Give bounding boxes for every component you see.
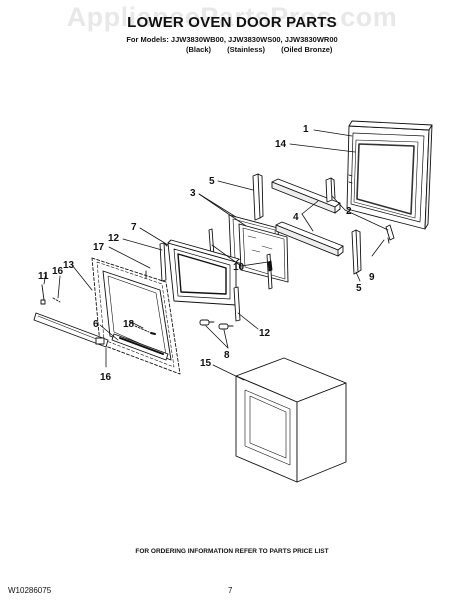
handle-screws: [40, 284, 61, 305]
door-liner-outline: [91, 257, 181, 375]
callout-5-lower: 5: [356, 283, 362, 294]
glass-spacer-strips: [208, 228, 273, 290]
callout-16-lower: 16: [100, 372, 112, 383]
callout-6: 6: [93, 319, 99, 330]
callout-16-upper: 16: [52, 266, 64, 277]
callout-3: 3: [190, 188, 196, 199]
ordering-note: FOR ORDERING INFORMATION REFER TO PARTS …: [135, 548, 329, 555]
outer-door-panel: [346, 120, 433, 230]
frame-side-strip: [159, 242, 168, 282]
callout-10: 10: [233, 262, 245, 273]
callout-8: 8: [224, 350, 230, 361]
model-list: For Models: JJW3830WB00, JJW3830WS00, JJ…: [126, 35, 338, 44]
frame-side-strip-right: [233, 286, 241, 322]
callout-12-upper: 12: [108, 233, 120, 244]
page-header: AppliancePartsPros.com LOWER OVEN DOOR P…: [0, 0, 464, 80]
callout-17: 17: [93, 242, 105, 253]
callout-numbers: 1 14 5 3 2 4 7 12 17 10 11 16 13 9 5 18 …: [38, 124, 375, 383]
callout-15: 15: [200, 358, 212, 369]
finish-black: (Black): [186, 45, 212, 54]
callout-14: 14: [275, 139, 287, 150]
bottom-trim-strip: [111, 333, 169, 361]
finish-stainless: (Stainless): [227, 45, 266, 54]
door-clip: [385, 224, 395, 244]
inner-door-frame: [167, 239, 240, 306]
drawer-panel-box: [235, 357, 347, 483]
page-number: 7: [228, 586, 233, 595]
callout-4: 4: [293, 212, 299, 223]
document-number: W10286075: [8, 586, 52, 595]
finish-oiled-bronze: (Oiled Bronze): [281, 45, 333, 54]
page-title: LOWER OVEN DOOR PARTS: [127, 14, 337, 31]
callout-11: 11: [38, 271, 49, 282]
finish-list: (Black) (Stainless) (Oiled Bronze): [186, 45, 346, 54]
callout-12-lower: 12: [259, 328, 271, 339]
hinge-bracket-upper: [252, 173, 264, 221]
callout-2: 2: [346, 206, 352, 217]
door-channel-lower: [275, 221, 344, 257]
callout-5-upper: 5: [209, 176, 215, 187]
vent-marking: [134, 325, 156, 335]
callout-1: 1: [303, 124, 309, 135]
door-channel-upper: [271, 178, 341, 214]
door-screws: [199, 319, 234, 330]
leader-lines: [43, 129, 389, 381]
door-handle: [33, 312, 109, 348]
clip-part: [325, 177, 336, 203]
callout-9: 9: [369, 272, 375, 283]
callout-18: 18: [123, 319, 135, 330]
callout-7: 7: [131, 222, 137, 233]
watermark: AppliancePartsPros.com: [66, 2, 398, 32]
hinge-bracket-lower: [351, 229, 362, 275]
callout-13: 13: [63, 260, 75, 271]
